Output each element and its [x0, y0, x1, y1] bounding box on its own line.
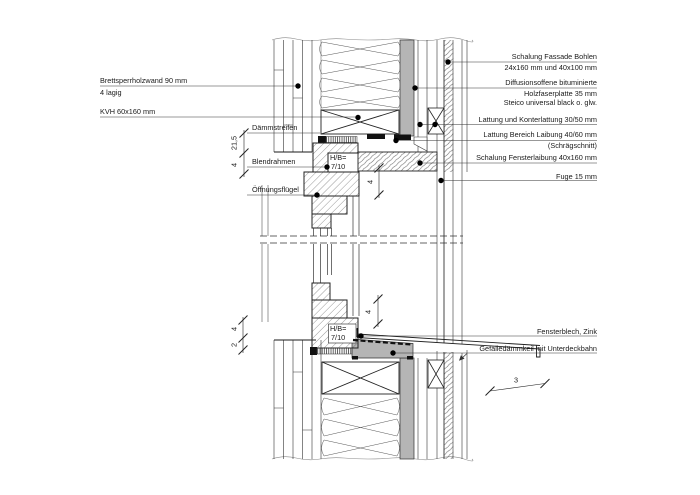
head-assembly — [303, 134, 438, 229]
label-holzfaserplatte-line2: Holzfaserplatte 35 mm — [524, 88, 597, 98]
label-brettsperrholzwand-line1: Brettsperrholzwand 90 mm — [100, 75, 188, 85]
facade-board-hatch-top — [444, 40, 454, 172]
label-schalung-fassade-line2: 24x160 mm und 40x100 mm — [504, 62, 597, 72]
dim-jamb-bottom-4: 4 — [229, 326, 238, 332]
label-daemmstreifen: Dämmstreifen — [252, 122, 298, 132]
label-holzfaserplatte-line1: Diffusionsoffene bituminierte — [505, 78, 597, 87]
break-lines — [260, 235, 463, 244]
insulation-hatch — [319, 40, 401, 457]
dim-jamb-top-4: 4 — [229, 162, 239, 167]
dim-frame-top-4: 4 — [365, 179, 374, 184]
dim-overhang-3: 3 — [513, 375, 519, 384]
sill-seal-block — [310, 347, 317, 355]
sill-fluegel-2 — [311, 299, 348, 319]
dimension-lines — [238, 128, 550, 396]
unterdeckbahn-membrane — [352, 338, 412, 346]
label-lattung-laibung-line1: Lattung Bereich Laibung 40/60 mm — [483, 130, 597, 139]
facade-batten-lines — [417, 40, 468, 459]
label-fuge: Fuge 15 mm — [556, 171, 597, 181]
fiberboard-layer — [351, 39, 415, 460]
dim-jamb-bottom-2: 2 — [229, 342, 238, 347]
head-fluegel-2 — [311, 195, 348, 215]
head-seal-block — [318, 136, 326, 143]
window-mark-head-line2: 7/10 — [331, 161, 346, 171]
window-mark-sill-line1: H/B= — [330, 324, 347, 333]
sill-fluegel-1 — [311, 282, 331, 301]
label-fensterblech: Fensterblech, Zink — [536, 326, 597, 336]
label-blendrahmen: Blendrahmen — [252, 156, 296, 166]
label-brettsperrholzwand-line2: 4 lagig — [100, 87, 122, 97]
label-schalung-fassade-line1: Schalung Fassade Bohlen — [511, 51, 597, 61]
label-lattung-laibung-line2: (Schrägschnitt) — [547, 140, 597, 150]
label-gefaelledaemmkeil: Gefälledämmkeil mit Unterdeckbahn — [479, 343, 597, 353]
window-mark-head-line1: H/B= — [330, 152, 347, 162]
head-fluegel-3 — [311, 213, 332, 229]
reveal-lining-board — [357, 151, 438, 172]
kvh-sections — [320, 109, 400, 395]
insulation-wedge — [351, 338, 414, 359]
clt-wall-section — [273, 40, 322, 459]
leader-lines — [100, 61, 597, 361]
head-fluegel-1 — [303, 171, 360, 197]
lattung-sections — [427, 107, 445, 389]
dim-jamb-top-21-5: 21,5 — [229, 135, 239, 151]
label-schalung-fensterlaibung: Schalung Fensterlaibung 40x160 mm — [476, 153, 597, 162]
glazing-lines — [261, 185, 360, 322]
label-oeffnungsfluegel: Öffnungsflügel — [252, 184, 299, 194]
window-mark-sill-line2: 7/10 — [331, 332, 346, 342]
dim-frame-bottom-4: 4 — [363, 309, 372, 314]
leader-dots — [295, 59, 451, 356]
head-daemmstreifen — [325, 136, 358, 143]
facade-board-hatch-bottom — [444, 352, 454, 459]
label-kvh: KVH 60x160 mm — [100, 106, 156, 116]
cut-edges — [271, 37, 474, 462]
label-lattung-konterlattung: Lattung und Konterlattung 30/50 mm — [478, 114, 597, 124]
bevel-cut-batten — [413, 136, 428, 152]
sill-daemmstreifen — [316, 347, 353, 355]
label-holzfaserplatte-line3: Steico universal black o. glw. — [503, 97, 597, 107]
